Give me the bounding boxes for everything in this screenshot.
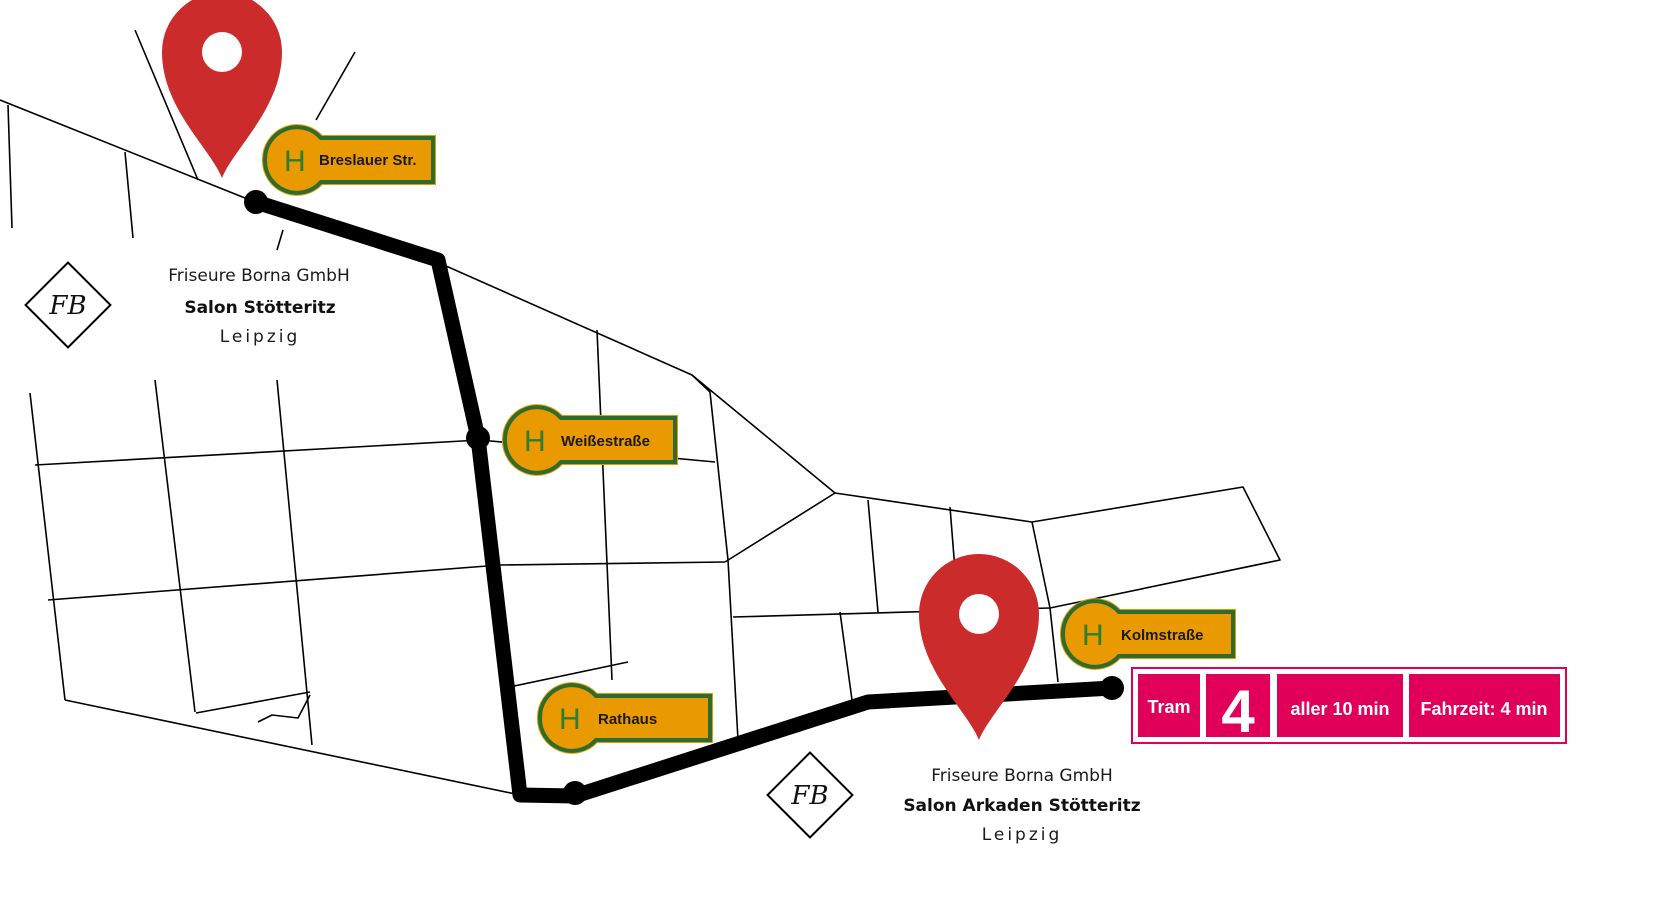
- salon-logo: FB: [766, 751, 854, 839]
- stop-breslauer[interactable]: H Breslauer Str.: [261, 124, 436, 196]
- route-start-dot: [244, 190, 268, 214]
- map-pin-icon[interactable]: [919, 554, 1039, 740]
- transit-line-number: 4: [1221, 678, 1255, 745]
- salon-name: Salon Arkaden Stötteritz: [903, 796, 1140, 816]
- stop-label: Weißestraße: [561, 433, 650, 450]
- salon-logo: FB: [24, 261, 112, 349]
- salon-name: Salon Stötteritz: [184, 298, 335, 318]
- bus-stop-h-icon: H: [284, 145, 306, 178]
- salon-arkaden: FB Friseure Borna GmbH Salon Arkaden Stö…: [766, 751, 1141, 845]
- bus-stop-h-icon: H: [559, 703, 581, 736]
- bus-stop-h-icon: H: [1082, 619, 1104, 652]
- transit-frequency: aller 10 min: [1290, 699, 1389, 719]
- svg-text:FB: FB: [48, 291, 86, 321]
- salon-stoetteritz: FB Friseure Borna GmbH Salon Stötteritz …: [24, 261, 350, 349]
- route-stop-dot: [563, 781, 587, 805]
- salon-company: Friseure Borna GmbH: [931, 766, 1112, 786]
- transit-travel-time: Fahrzeit: 4 min: [1420, 699, 1547, 719]
- stop-weissestrasse[interactable]: H Weißestraße: [501, 404, 678, 476]
- route-stop-dot: [466, 426, 490, 450]
- route-end-dot: [1100, 676, 1124, 700]
- stop-label: Rathaus: [598, 711, 657, 728]
- route-line: [248, 194, 1120, 804]
- stop-label: Kolmstraße: [1121, 627, 1204, 644]
- stop-label: Breslauer Str.: [319, 152, 417, 169]
- tram-route: [244, 190, 1124, 805]
- bus-stop-h-icon: H: [524, 425, 546, 458]
- svg-text:FB: FB: [790, 781, 828, 811]
- transit-line-type: Tram: [1147, 697, 1190, 717]
- salon-company: Friseure Borna GmbH: [168, 266, 349, 286]
- map-pin-icon[interactable]: [162, 0, 282, 178]
- salon-city: Leipzig: [982, 825, 1063, 845]
- salon-city: Leipzig: [220, 327, 301, 347]
- stop-rathaus[interactable]: H Rathaus: [536, 682, 713, 754]
- transit-info-box: Tram 4 aller 10 min Fahrzeit: 4 min: [1131, 667, 1567, 745]
- stop-kolmstrasse[interactable]: H Kolmstraße: [1059, 598, 1236, 670]
